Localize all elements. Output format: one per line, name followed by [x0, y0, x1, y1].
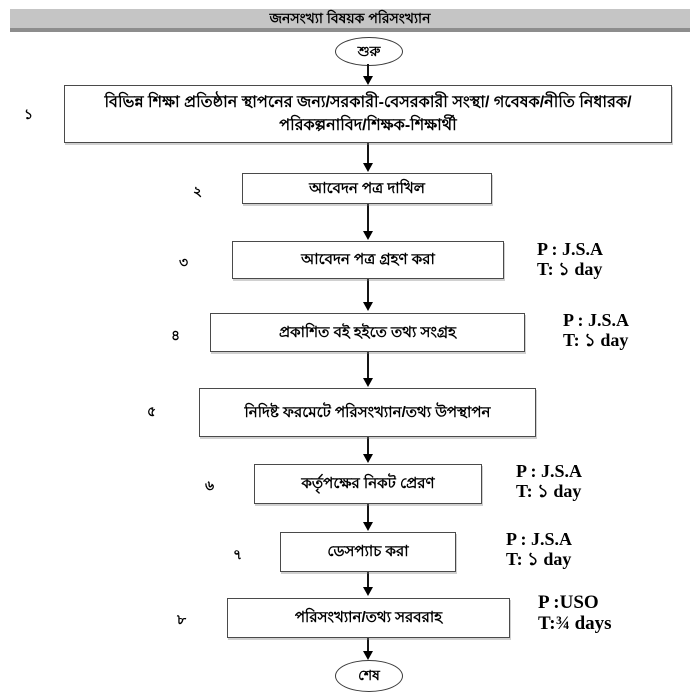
process-box-4-text: প্রকাশিত বই হইতে তথ্য সংগ্রহ [278, 323, 457, 341]
annotation-step-4-time: T: ১ day [563, 329, 629, 350]
step-number-7: ৭ [233, 546, 243, 562]
flow-arrow-1-to-2 [362, 143, 373, 172]
annotation-step-6-performer: P : J.S.A [516, 461, 583, 481]
step-number-1: ১ [24, 106, 34, 122]
end-terminator: শেষ [335, 660, 403, 692]
step-number-4: ৪ [171, 327, 181, 343]
annotation-step-4: P : J.S.A T: ১ day [563, 310, 630, 351]
process-box-5: নিদিষ্ট ফরমেটে পরিসংখ্যান/তথ্য উপস্থাপন [199, 388, 536, 437]
process-box-4: প্রকাশিত বই হইতে তথ্য সংগ্রহ [210, 313, 525, 352]
annotation-step-7-performer: P : J.S.A [506, 529, 573, 549]
flow-arrow-2-to-3 [362, 204, 373, 240]
annotation-step-8: P :USO T:¾ days [538, 592, 612, 635]
annotation-step-4-performer: P : J.S.A [563, 310, 630, 330]
step-number-8: ৮ [177, 611, 187, 627]
page-title: জনসংখ্যা বিষয়ক পরিসংখ্যান [269, 9, 431, 26]
process-box-3-text: আবেদন পত্র গ্রহণ করা [301, 251, 435, 269]
process-box-7-text: ডেসপ্যাচ করা [327, 543, 409, 561]
annotation-step-6-time: T: ১ day [516, 480, 582, 501]
end-label: শেষ [358, 667, 380, 683]
annotation-step-3-time: T: ১ day [537, 258, 603, 279]
process-box-6-text: কর্তৃপক্ষের নিকট প্রেরণ [301, 475, 435, 493]
process-box-7: ডেসপ্যাচ করা [280, 532, 456, 572]
flow-arrow-4-to-5 [362, 352, 373, 387]
annotation-step-3-performer: P : J.S.A [537, 239, 604, 259]
flow-arrow-3-to-4 [362, 278, 373, 311]
annotation-step-6: P : J.S.A T: ১ day [516, 461, 583, 502]
process-box-6: কর্তৃপক্ষের নিকট প্রেরণ [254, 464, 482, 504]
flow-arrow-start-to-1 [362, 64, 373, 85]
step-number-3: ৩ [179, 254, 189, 270]
process-box-5-text: নিদিষ্ট ফরমেটে পরিসংখ্যান/তথ্য উপস্থাপন [244, 403, 491, 421]
flow-arrow-5-to-6 [362, 437, 373, 463]
step-number-6: ৬ [205, 477, 215, 493]
process-box-8: পরিসংখ্যান/তথ্য সরবরাহ [227, 598, 510, 638]
step-number-2: ২ [193, 183, 203, 199]
step-number-5: ৫ [147, 403, 157, 419]
flow-arrow-6-to-7 [362, 504, 373, 531]
start-terminator: শুরু [335, 37, 403, 66]
process-box-8-text: পরিসংখ্যান/তথ্য সরবরাহ [294, 609, 443, 627]
process-box-1: বিভিন্ন শিক্ষা প্রতিষ্ঠান স্থাপনের জন্য/… [64, 85, 672, 143]
annotation-step-8-time: T:¾ days [538, 612, 612, 634]
flow-arrow-8-to-end [362, 638, 373, 660]
page-title-bar: জনসংখ্যা বিষয়ক পরিসংখ্যান [10, 9, 690, 32]
process-box-2: আবেদন পত্র দাখিল [242, 173, 492, 204]
annotation-step-7-time: T: ১ day [506, 548, 572, 569]
process-box-1-text: বিভিন্ন শিক্ষা প্রতিষ্ঠান স্থাপনের জন্য/… [104, 93, 632, 134]
annotation-step-3: P : J.S.A T: ১ day [537, 239, 604, 280]
process-box-3: আবেদন পত্র গ্রহণ করা [232, 241, 504, 279]
flow-arrow-7-to-8 [362, 572, 373, 596]
process-box-2-text: আবেদন পত্র দাখিল [309, 179, 425, 197]
start-label: শুরু [357, 42, 381, 59]
annotation-step-8-performer: P :USO [538, 592, 599, 613]
annotation-step-7: P : J.S.A T: ১ day [506, 529, 573, 570]
